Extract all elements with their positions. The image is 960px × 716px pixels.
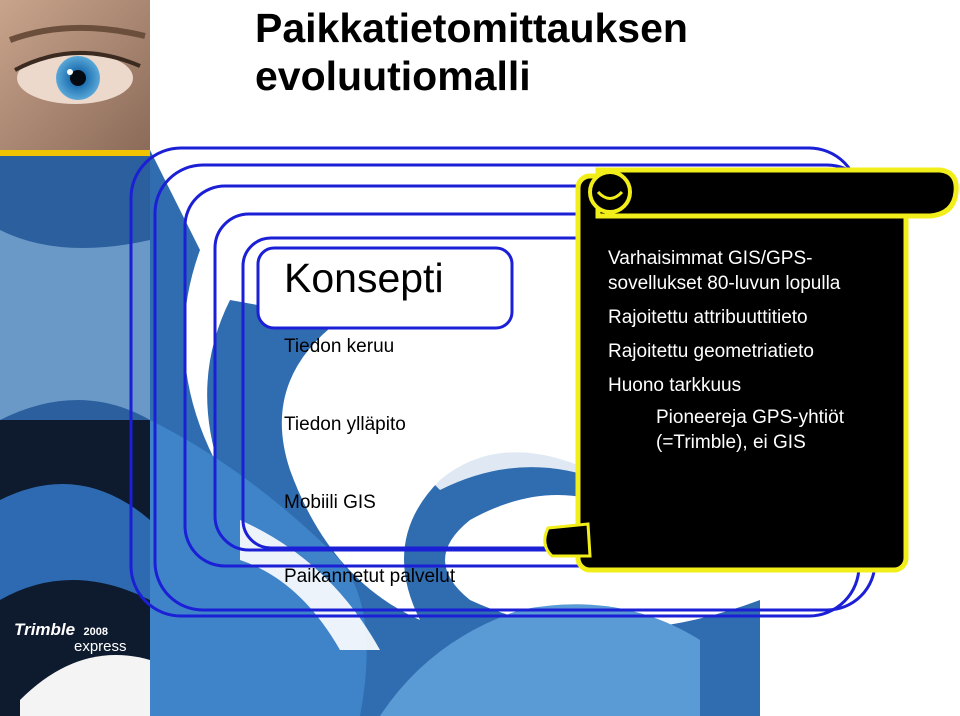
concept-label: Konsepti xyxy=(284,255,444,301)
stage-data-collection: Tiedon keruu xyxy=(284,336,395,357)
scroll-subitem: Pioneereja GPS-yhtiöt (=Trimble), ei GIS xyxy=(656,407,844,453)
scroll-item: Huono tarkkuus xyxy=(608,375,742,396)
trimble-event: express xyxy=(74,638,127,655)
stage-location-services: Paikannetut palvelut xyxy=(284,566,456,587)
scroll-item: Varhaisimmat GIS/GPS-sovellukset 80-luvu… xyxy=(608,248,841,294)
eye-photo xyxy=(8,24,146,104)
scroll-text: Varhaisimmat GIS/GPS-sovellukset 80-luvu… xyxy=(608,246,898,455)
concept-box xyxy=(256,246,514,330)
trimble-logo: Trimble 2008 express xyxy=(14,620,127,655)
left-panel xyxy=(0,0,150,716)
title-line-1: Paikkatietomittauksen xyxy=(255,5,688,51)
stage-mobile-gis: Mobiili GIS xyxy=(284,492,376,513)
scroll-item: Rajoitettu attribuuttitieto xyxy=(608,307,808,328)
trimble-brand: Trimble xyxy=(14,620,76,639)
scroll-item: Rajoitettu geometriatieto xyxy=(608,341,814,362)
title-line-2: evoluutiomalli xyxy=(255,53,531,99)
trimble-year: 2008 xyxy=(83,626,109,638)
scroll-callout xyxy=(543,167,959,573)
compass-swirl-graphic xyxy=(150,150,760,716)
stage-data-maintenance: Tiedon ylläpito xyxy=(284,414,406,435)
page-title: Paikkatietomittauksen evoluutiomalli xyxy=(255,4,945,100)
